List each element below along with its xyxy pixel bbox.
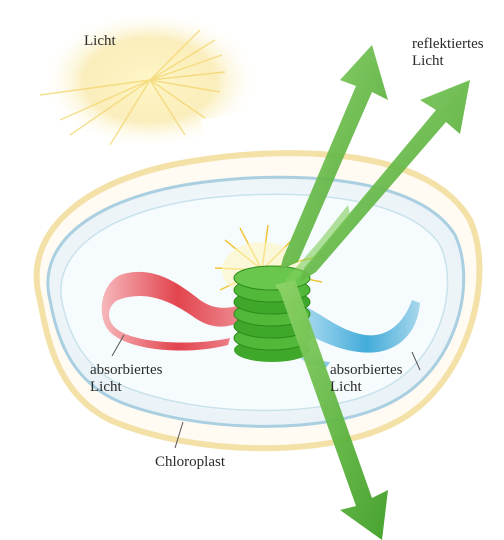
absorbed-light-label-left: absorbiertes Licht [90,362,162,396]
reflected-light-label: reflektiertes Licht [412,36,484,70]
chloroplast-label: Chloroplast [155,454,225,471]
light-label: Licht [84,33,116,50]
absorbed-light-label-right: absorbiertes Licht [330,362,402,396]
